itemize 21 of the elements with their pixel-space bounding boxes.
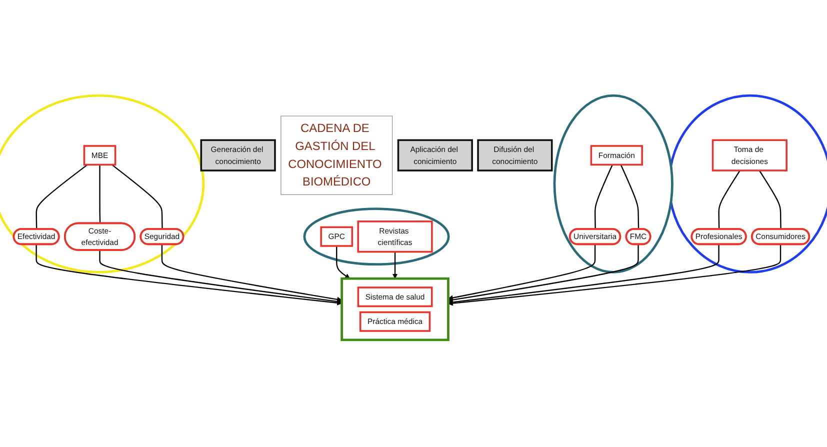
connector: [620, 164, 640, 230]
arrow: [448, 244, 639, 302]
arrow: [448, 244, 720, 305]
connector: [112, 164, 163, 230]
cluster: [0, 94, 205, 274]
connector: [99, 164, 101, 224]
arrow: [392, 252, 398, 279]
connector: [594, 164, 613, 230]
arrow: [36, 244, 342, 306]
arrow: [448, 244, 596, 300]
arrow: [336, 246, 350, 279]
arrow: [448, 244, 782, 306]
cluster: [553, 94, 674, 274]
arrow: [99, 250, 342, 304]
connector: [36, 164, 88, 230]
arrow: [161, 244, 342, 302]
node-box: CADENA DE GASTIÓN DEL CONOCIMIENTO BIOMÉDICO: [280, 116, 393, 195]
connector: [758, 170, 782, 230]
cluster: [340, 277, 450, 342]
connector: [718, 170, 740, 230]
cluster: [303, 208, 450, 266]
